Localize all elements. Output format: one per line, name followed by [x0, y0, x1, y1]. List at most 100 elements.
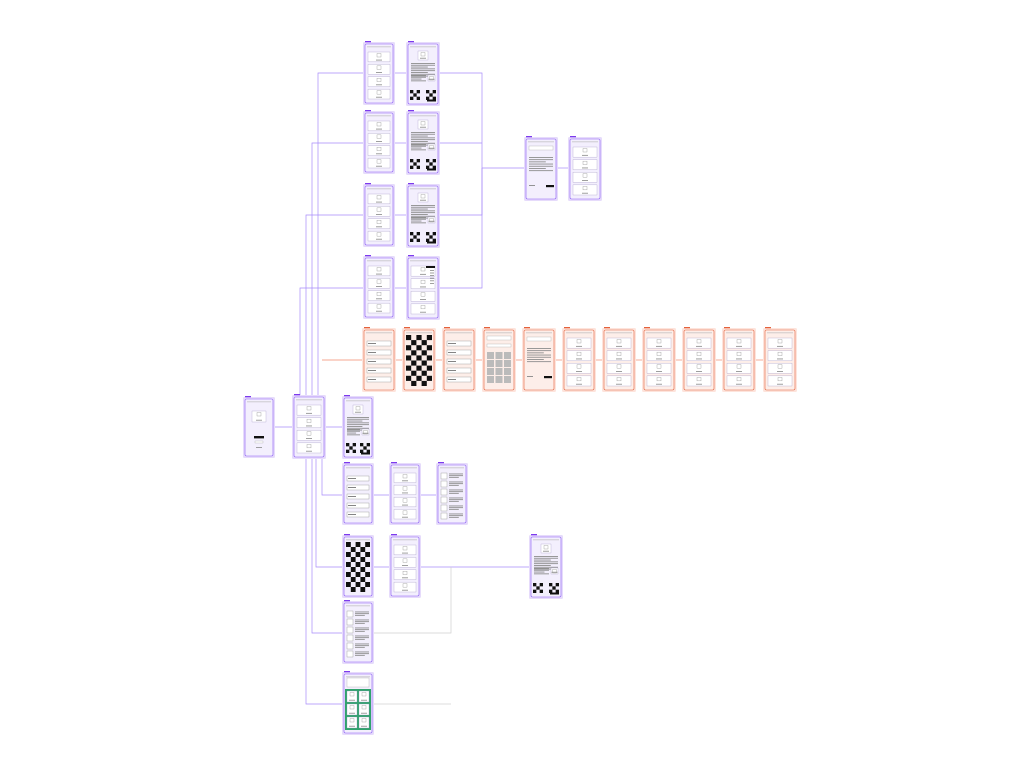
action-button[interactable] — [550, 592, 559, 595]
menu-item[interactable] — [430, 272, 434, 274]
card[interactable] — [427, 143, 436, 151]
gallery-thumb[interactable] — [487, 368, 494, 375]
screen-frame-m3[interactable] — [389, 462, 421, 525]
card[interactable] — [352, 404, 364, 415]
form-field[interactable] — [346, 502, 370, 509]
screen-frame-m6[interactable] — [389, 534, 421, 598]
screen-frame-r3[interactable] — [442, 327, 476, 392]
gallery-thumb[interactable] — [495, 360, 503, 367]
screen-frame-m1[interactable] — [342, 395, 374, 459]
form-field[interactable] — [446, 349, 472, 356]
thumb[interactable] — [440, 480, 448, 488]
action-button[interactable] — [427, 241, 436, 244]
gallery-thumb[interactable] — [487, 360, 494, 367]
card[interactable] — [393, 497, 417, 508]
action-button[interactable] — [544, 376, 552, 379]
screen-frame-t1[interactable] — [363, 41, 395, 105]
action-button[interactable] — [427, 168, 436, 171]
screen-frame-m9[interactable] — [342, 671, 374, 735]
gallery-thumb[interactable] — [495, 368, 503, 375]
screen-frame-t8[interactable] — [406, 255, 440, 320]
card[interactable] — [346, 690, 358, 703]
gallery-thumb[interactable] — [495, 352, 503, 359]
screen-frame-menu[interactable] — [292, 394, 326, 459]
thumb[interactable] — [440, 512, 448, 520]
form-field[interactable] — [346, 475, 370, 482]
screen-frame-r7[interactable] — [602, 327, 636, 392]
screen-frame-t2[interactable] — [406, 41, 440, 106]
screen-frame-r9[interactable] — [682, 327, 716, 392]
thumb[interactable] — [440, 496, 448, 504]
form-field[interactable] — [366, 376, 392, 383]
search-bar[interactable] — [486, 343, 512, 348]
form-field[interactable] — [366, 358, 392, 365]
thumb[interactable] — [346, 642, 354, 650]
gallery-thumb[interactable] — [487, 352, 494, 359]
card[interactable] — [251, 410, 267, 423]
form-field[interactable] — [366, 367, 392, 374]
screen-frame-r8[interactable] — [642, 327, 676, 392]
card[interactable] — [417, 50, 429, 61]
screen-frame-m4[interactable] — [436, 462, 468, 525]
card[interactable] — [393, 472, 417, 483]
screen-frame-r2[interactable] — [402, 327, 436, 392]
gallery-thumb[interactable] — [504, 360, 511, 367]
card[interactable] — [550, 567, 559, 575]
card[interactable] — [358, 690, 370, 703]
card[interactable] — [427, 74, 436, 82]
card[interactable] — [393, 509, 417, 520]
screen-frame-m8[interactable] — [342, 600, 374, 664]
form-field[interactable] — [346, 484, 370, 491]
card[interactable] — [427, 216, 436, 224]
thumb[interactable] — [440, 472, 448, 480]
card[interactable] — [361, 428, 370, 436]
screen-frame-s2[interactable] — [568, 136, 602, 201]
form-field[interactable] — [366, 340, 392, 347]
screen-frame-r5[interactable] — [522, 327, 556, 392]
card[interactable] — [417, 119, 429, 130]
screen-frame-home[interactable] — [243, 396, 275, 458]
card[interactable] — [358, 716, 370, 729]
gallery-thumb[interactable] — [495, 376, 503, 383]
card[interactable] — [540, 543, 552, 554]
menu-item[interactable] — [430, 283, 434, 284]
screen-frame-t7[interactable] — [363, 255, 395, 319]
menu-bar[interactable] — [426, 266, 435, 268]
form-field[interactable] — [346, 511, 370, 518]
gallery-thumb[interactable] — [504, 368, 511, 375]
card[interactable] — [417, 192, 429, 203]
menu-item[interactable] — [430, 275, 434, 276]
form-field[interactable] — [446, 358, 472, 365]
screen-frame-r4[interactable] — [482, 327, 516, 392]
card[interactable] — [393, 484, 417, 495]
gallery-thumb[interactable] — [504, 376, 511, 383]
screen-frame-t6[interactable] — [406, 183, 440, 248]
card[interactable] — [346, 716, 358, 729]
screen-frame-m2[interactable] — [342, 462, 374, 525]
action-button[interactable] — [361, 452, 370, 455]
thumb[interactable] — [346, 634, 354, 642]
menu-item[interactable] — [430, 277, 434, 279]
screen-frame-s1[interactable] — [524, 136, 558, 201]
action-button[interactable] — [427, 99, 436, 102]
thumb[interactable] — [440, 488, 448, 496]
menu-item[interactable] — [430, 270, 434, 271]
gallery-thumb[interactable] — [504, 352, 511, 359]
primary-button[interactable] — [254, 436, 264, 439]
gallery-thumb[interactable] — [487, 376, 494, 383]
form-field[interactable] — [366, 349, 392, 356]
form-field[interactable] — [346, 493, 370, 500]
thumb[interactable] — [440, 504, 448, 512]
form-field[interactable] — [446, 340, 472, 347]
screen-frame-t3[interactable] — [363, 110, 395, 174]
form-field[interactable] — [446, 367, 472, 374]
card[interactable] — [346, 703, 358, 716]
screen-frame-m7[interactable] — [529, 534, 563, 599]
form-field[interactable] — [446, 376, 472, 383]
screen-frame-r11[interactable] — [763, 327, 797, 392]
screen-frame-t4[interactable] — [406, 110, 440, 175]
thumb[interactable] — [346, 610, 354, 618]
screen-frame-r6[interactable] — [562, 327, 596, 392]
secondary-button[interactable] — [254, 440, 264, 444]
screen-frame-m5[interactable] — [342, 534, 374, 598]
